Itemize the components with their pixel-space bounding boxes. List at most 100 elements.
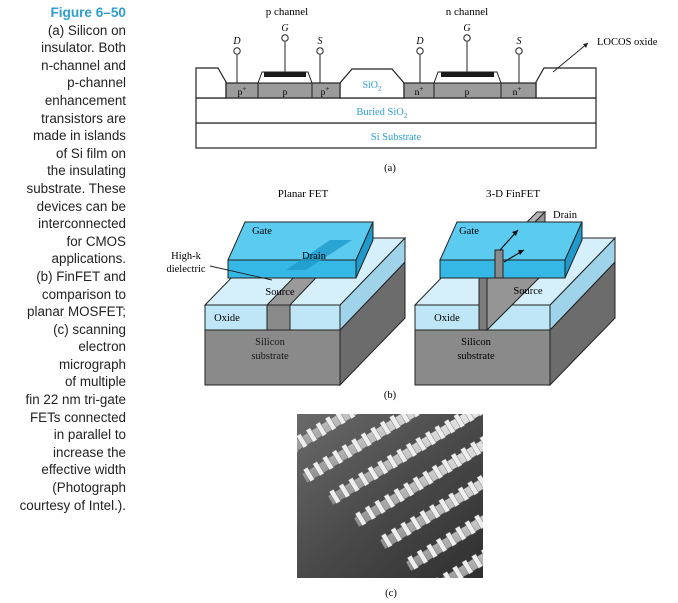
caption-line: interconnected: [38, 216, 126, 232]
sem-gate-segment: [459, 599, 470, 603]
locos-right: [535, 67, 597, 99]
sem-gate-segment: [331, 449, 344, 465]
p-drain-terminal: D: [232, 36, 241, 47]
caption-line: of Si film on: [56, 145, 126, 161]
sem-gate-segment: [302, 466, 315, 483]
highk-label-1: High-k: [171, 251, 201, 262]
p-source-terminal: S: [318, 36, 323, 47]
sem-gate-segment: [427, 391, 438, 406]
sem-gate-segment: [512, 491, 523, 506]
finfet-silicon-label: Silicon: [461, 337, 492, 348]
sem-gate-segment: [488, 582, 499, 597]
sem-gate-segment: [347, 477, 360, 493]
sem-gate-segment: [508, 418, 519, 433]
sem-gate-segment: [440, 458, 453, 474]
sem-gate-segment: [586, 484, 597, 499]
planar-silicon-label: Silicon: [255, 337, 286, 348]
sem-gate-segment: [432, 576, 445, 578]
caption-line: micrograph: [59, 356, 126, 372]
sem-gate-segment: [373, 387, 384, 402]
sem-gate-segment: [453, 414, 466, 429]
planar-gate-label: Gate: [252, 226, 272, 237]
sem-gate-segment: [469, 440, 482, 457]
sem-gate-segment: [583, 523, 594, 538]
sem-gate-segment: [472, 414, 483, 417]
sem-gate-segment: [482, 396, 493, 411]
buried-oxide-label: Buried SiO2: [356, 107, 408, 120]
sem-gate-segment: [451, 565, 464, 578]
locos-label: LOCOS oxide: [597, 37, 658, 48]
caption-line: increase the: [53, 444, 126, 460]
sem-gate-segment: [490, 542, 501, 557]
sem-gate-segment: [492, 390, 503, 405]
sem-gate-segment: [548, 507, 559, 522]
planar-fet-title: Planar FET: [278, 188, 329, 200]
sem-gate-segment: [424, 430, 437, 446]
sem-gate-segment: [435, 537, 448, 553]
sem-gate-segment: [493, 503, 504, 518]
caption-line: planar MOSFET;: [27, 304, 126, 320]
caption-line: devices can be: [36, 198, 126, 214]
highk-label-2: dielectric: [166, 264, 205, 275]
finfet-oxide-label: Oxide: [434, 313, 460, 324]
sem-gate-segment: [305, 427, 318, 443]
sem-gate-segment: [516, 564, 527, 579]
sem-gate-segment: [376, 459, 389, 475]
sem-gate-segment: [390, 527, 403, 543]
sem-gate-segment: [251, 423, 262, 438]
sem-gate-segment: [343, 414, 356, 420]
sem-gate-segment: [379, 420, 392, 436]
sem-gate-segment: [405, 442, 418, 458]
sem-gate-segment: [354, 510, 367, 527]
sem-gate-segment: [544, 434, 555, 449]
caption-line: insulator. Both: [41, 40, 126, 56]
sem-gate-segment: [297, 414, 302, 415]
caption-line: of multiple: [64, 374, 126, 390]
sem-gate-segment: [612, 506, 623, 521]
sem-gate-segment: [261, 417, 272, 432]
caption-line: made in islands: [32, 128, 126, 144]
caption-line: p-channel: [67, 75, 126, 91]
n-plus-source: n+: [513, 85, 522, 98]
sem-gate-segment: [461, 559, 474, 575]
finfet-drain-label: Drain: [553, 210, 578, 221]
sem-gate-segment: [503, 497, 514, 512]
sem-gate-segment: [450, 452, 463, 468]
sem-gate-segment: [312, 461, 325, 477]
finfet-source-label: Source: [513, 286, 542, 297]
sem-gate-segment: [399, 521, 412, 537]
planar-substrate-label: substrate: [251, 351, 289, 362]
caption-line: electron: [78, 339, 126, 355]
sem-gate-segment: [321, 455, 334, 471]
sem-fins: [251, 369, 623, 603]
sem-gate-segment: [464, 519, 477, 536]
sem-gate-segment: [515, 452, 526, 467]
planar-oxide-label: Oxide: [214, 313, 240, 324]
sem-gate-segment: [518, 412, 529, 427]
sem-gate-segment: [570, 456, 581, 471]
sem-gate-segment: [401, 369, 412, 384]
sem-gate-segment: [567, 496, 578, 511]
sem-gate-segment: [484, 509, 495, 524]
sem-gate-segment: [434, 424, 447, 440]
sem-gate-segment: [308, 388, 319, 403]
sem-gate-segment: [471, 553, 483, 569]
sem-gate-segment: [398, 414, 411, 424]
planar-fet: [203, 221, 407, 387]
sem-gate-segment: [478, 588, 489, 603]
sio2-label: SiO2: [362, 80, 382, 93]
p-channel-label: p channel: [266, 6, 308, 18]
sem-gate-segment: [418, 397, 429, 412]
sem-gate-segment: [466, 480, 479, 496]
sem-gate-segment: [577, 490, 588, 505]
sem-gate-segment: [393, 487, 406, 503]
sem-gate-segment: [341, 443, 354, 459]
sem-gate-segment: [409, 515, 422, 531]
caption-line: comparison to: [41, 286, 126, 302]
sem-gate-segment: [555, 541, 566, 556]
caption-line: applications.: [51, 251, 126, 267]
finfet: [413, 210, 617, 387]
panel-c-sem-micrograph: (c): [251, 369, 623, 603]
